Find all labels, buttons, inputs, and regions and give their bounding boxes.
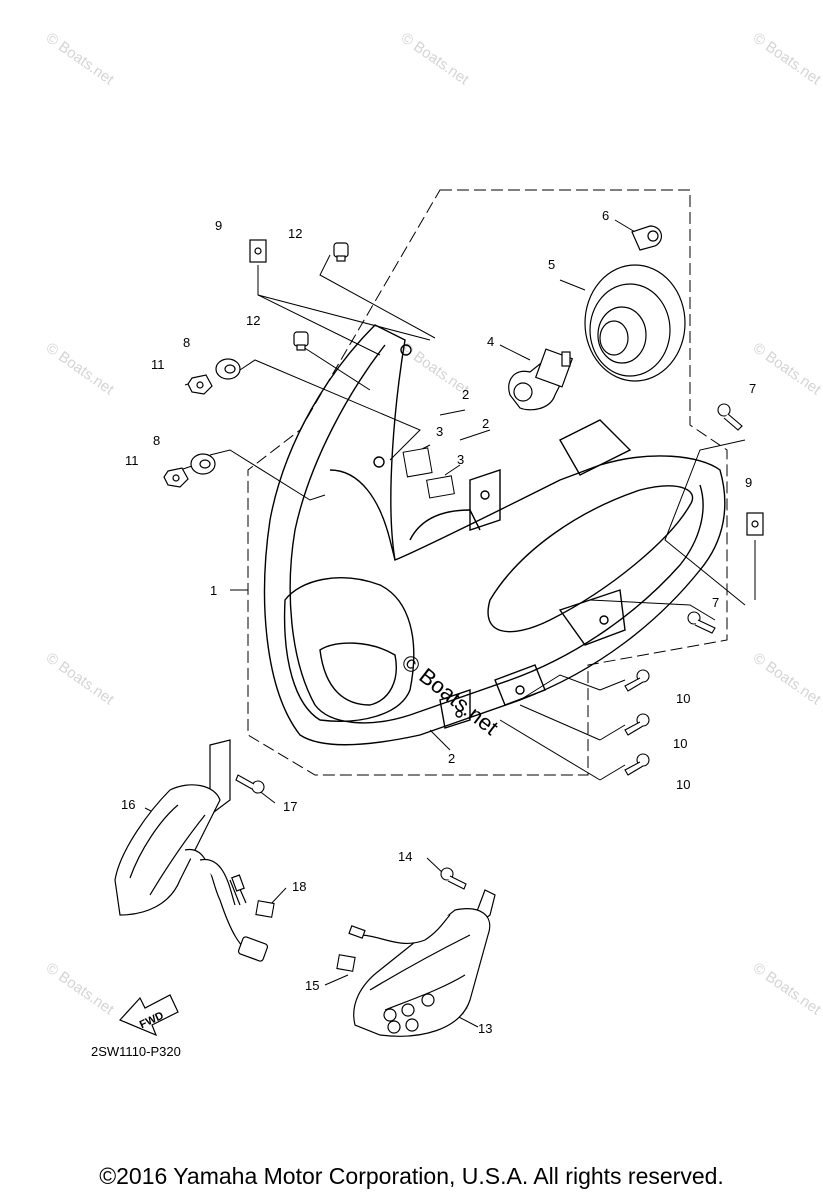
grommet [293, 331, 309, 351]
callout-16: 16 [121, 797, 135, 812]
callout-3: 3 [436, 424, 443, 439]
callout-7: 7 [749, 381, 756, 396]
watermark: © Boats.net [750, 339, 823, 398]
screw [235, 774, 265, 794]
screw [624, 713, 650, 736]
nut [163, 467, 189, 488]
callout-14: 14 [398, 849, 412, 864]
watermark: © Boats.net [43, 959, 118, 1018]
callout-18: 18 [292, 879, 306, 894]
watermark: © Boats.net [750, 649, 823, 708]
watermark: © Boats.net [43, 339, 118, 398]
bulb-cover [584, 264, 686, 382]
watermark: © Boats.net [750, 959, 823, 1018]
clip [336, 954, 356, 972]
callout-11: 11 [125, 453, 139, 468]
callout-5: 5 [548, 257, 555, 272]
turn-signal-left [114, 739, 269, 962]
grommet [333, 242, 349, 262]
callout-4: 4 [487, 334, 494, 349]
callout-9: 9 [215, 218, 222, 233]
callout-10: 10 [673, 736, 687, 751]
clip [255, 900, 275, 918]
screw [624, 669, 650, 692]
callout-10: 10 [676, 777, 690, 792]
callout-6: 6 [602, 208, 609, 223]
clamp [631, 225, 663, 251]
callout-11: 11 [151, 357, 165, 372]
diagram-code: 2SW1110-P320 [91, 1044, 181, 1059]
callout-15: 15 [305, 978, 319, 993]
assembly-boundary [247, 189, 728, 776]
headlight-bulb [508, 348, 574, 411]
callout-12: 12 [246, 313, 260, 328]
screw [717, 403, 743, 431]
watermark: © Boats.net [398, 29, 473, 88]
watermark: © Boats.net [43, 29, 118, 88]
callout-9: 9 [745, 475, 752, 490]
screw [687, 611, 716, 634]
clip-nut [746, 512, 764, 536]
callout-8: 8 [153, 433, 160, 448]
watermark: © Boats.net [750, 29, 823, 88]
callout-2: 2 [462, 387, 469, 402]
collar [215, 358, 241, 380]
turn-signal-right [348, 889, 496, 1037]
callout-13: 13 [478, 1021, 492, 1036]
callout-8: 8 [183, 335, 190, 350]
callout-3: 3 [457, 452, 464, 467]
callout-7: 7 [712, 595, 719, 610]
fwd-arrow: FWD [118, 994, 179, 1037]
screw [624, 753, 650, 776]
callout-labels: 1 2 2 2 3 3 4 5 6 7 7 8 8 9 9 10 10 10 1… [121, 208, 756, 1036]
nut [187, 374, 213, 395]
callout-2: 2 [448, 751, 455, 766]
callout-2: 2 [482, 416, 489, 431]
callout-17: 17 [283, 799, 297, 814]
headlight-housing [263, 324, 726, 746]
screw [440, 867, 467, 890]
watermark: © Boats.net [43, 649, 118, 708]
copyright-notice: ©2016 Yamaha Motor Corporation, U.S.A. A… [99, 1163, 724, 1189]
callout-10: 10 [676, 691, 690, 706]
clip-nut [249, 239, 267, 263]
collar [190, 453, 216, 475]
callout-1: 1 [210, 583, 217, 598]
label-stickers [402, 447, 455, 499]
callout-12: 12 [288, 226, 302, 241]
